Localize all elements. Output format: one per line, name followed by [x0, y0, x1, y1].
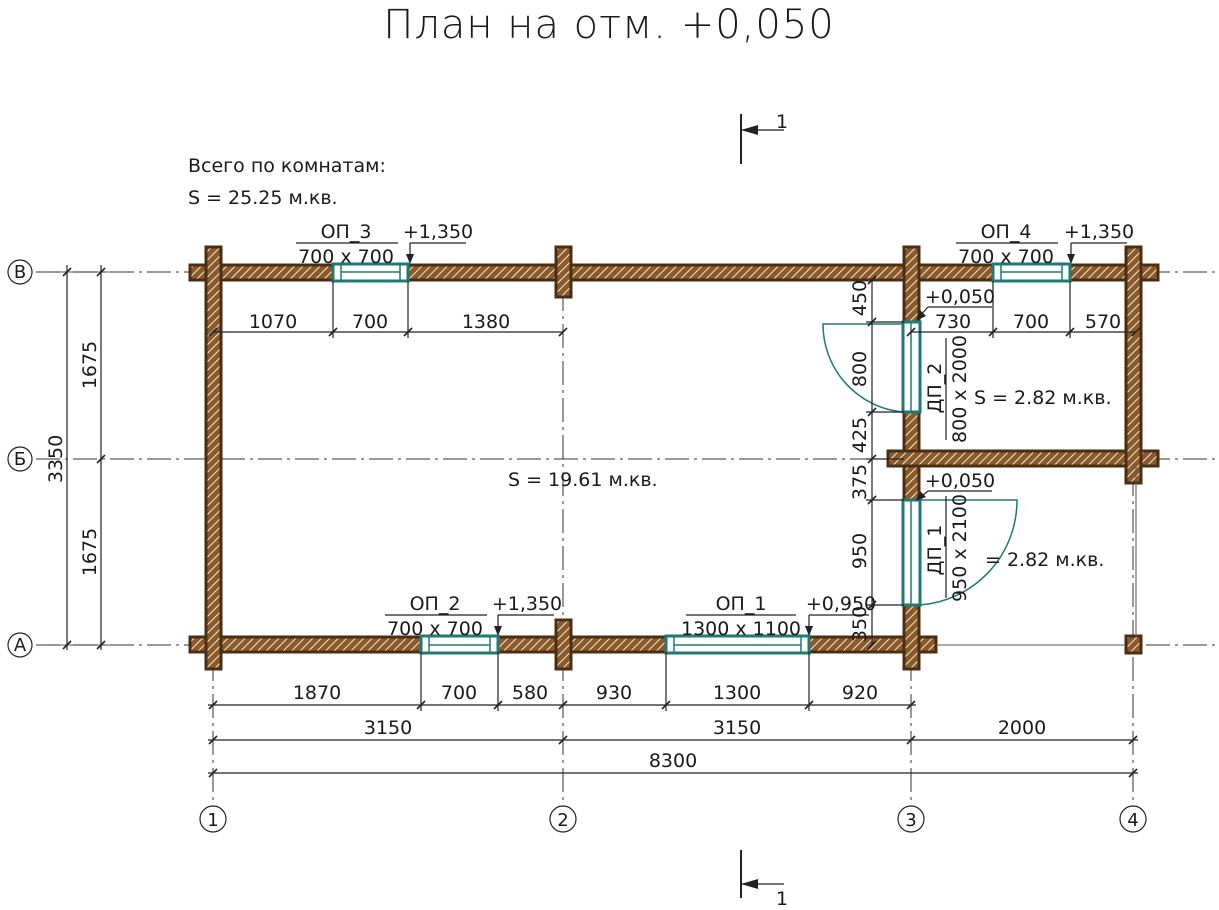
svg-text:1675: 1675: [79, 528, 101, 576]
axis-bubble-v: В: [7, 259, 33, 285]
label-dp1: +0,050 ДП_1 950 х 2100: [916, 470, 995, 602]
axis-bubble-2: 2: [549, 805, 577, 833]
plan-title: План на отм. +0,050: [383, 2, 834, 48]
post-2-top: [554, 245, 573, 299]
svg-text:А: А: [14, 635, 27, 656]
window-op1: [664, 634, 811, 655]
axis-bubble-1: 1: [199, 805, 227, 833]
svg-text:950 х 2100: 950 х 2100: [949, 494, 971, 602]
svg-text:700 х 700: 700 х 700: [298, 246, 394, 268]
svg-text:930: 930: [596, 682, 632, 704]
dim-top-row: 1070 700 1380: [213, 281, 563, 338]
wall-middle-right: [886, 449, 1160, 468]
room-area-main: S = 19.61 м.кв.: [508, 469, 658, 491]
svg-text:730: 730: [935, 311, 971, 333]
svg-text:570: 570: [1085, 311, 1121, 333]
svg-text:3: 3: [905, 810, 916, 831]
svg-text:ДП_1: ДП_1: [924, 525, 946, 576]
svg-text:+1,350: +1,350: [492, 593, 562, 615]
dim-vertical-chain: 450 800 425 375 950 350: [849, 280, 904, 645]
svg-text:800 х 2000: 800 х 2000: [949, 335, 971, 443]
svg-text:ОП_3: ОП_3: [321, 221, 372, 243]
post-2-bottom: [554, 618, 573, 671]
axis-bubble-a: А: [7, 632, 33, 658]
window-op3: [331, 262, 410, 283]
label-op2: ОП_2 700 х 700 +1,350: [385, 593, 562, 640]
svg-text:1070: 1070: [249, 311, 297, 333]
svg-text:700 х 700: 700 х 700: [958, 246, 1054, 268]
wall-left: [204, 245, 223, 671]
dim-left: 3350 1675 1675: [45, 265, 102, 650]
door-dp2: [822, 320, 922, 414]
room-area-lower-right: = 2.82 м.кв.: [985, 549, 1104, 571]
svg-text:3150: 3150: [713, 717, 761, 739]
svg-text:1: 1: [207, 810, 218, 831]
svg-text:ОП_4: ОП_4: [981, 221, 1032, 243]
svg-text:ОП_1: ОП_1: [716, 593, 767, 615]
dim-axis-row: 3150 3150 2000: [208, 717, 1138, 741]
svg-text:700: 700: [352, 311, 388, 333]
label-dp2: +0,050 ДП_2 800 х 2000: [916, 286, 995, 443]
svg-text:ОП_2: ОП_2: [410, 593, 461, 615]
svg-text:425: 425: [849, 417, 871, 453]
svg-text:ДП_2: ДП_2: [924, 363, 946, 414]
svg-text:3150: 3150: [364, 717, 412, 739]
label-op1: ОП_1 1300 х 1100 +0,950: [681, 593, 876, 640]
svg-text:Б: Б: [14, 449, 26, 470]
svg-text:+1,350: +1,350: [403, 221, 473, 243]
window-op2: [419, 634, 500, 655]
label-op3: ОП_3 700 х 700 +1,350: [296, 221, 473, 268]
section-mark-bottom: 1: [740, 850, 788, 910]
svg-text:950: 950: [849, 533, 871, 569]
svg-text:450: 450: [849, 280, 871, 316]
svg-text:В: В: [14, 262, 26, 283]
section-label-bottom: 1: [776, 888, 788, 910]
section-label-top: 1: [776, 111, 788, 133]
svg-text:1300: 1300: [713, 682, 761, 704]
summary-heading: Всего по комнатам:: [188, 155, 386, 177]
axis-bubble-4: 4: [1119, 805, 1147, 833]
svg-text:700: 700: [1013, 311, 1049, 333]
svg-text:800: 800: [849, 351, 871, 387]
wall-right: [1124, 245, 1143, 485]
svg-text:1380: 1380: [462, 311, 510, 333]
dim-total: 8300: [208, 750, 1138, 774]
svg-text:350: 350: [849, 606, 871, 642]
svg-text:+1,350: +1,350: [1064, 221, 1134, 243]
svg-text:+0,050: +0,050: [925, 286, 995, 308]
door-dp1: [901, 498, 1018, 607]
svg-text:580: 580: [512, 682, 548, 704]
summary-area: S = 25.25 м.кв.: [188, 187, 338, 209]
svg-text:+0,950: +0,950: [806, 593, 876, 615]
axis-bubble-b: Б: [7, 446, 33, 472]
svg-text:+0,050: +0,050: [925, 470, 995, 492]
svg-text:4: 4: [1127, 810, 1138, 831]
svg-text:1300 х 1100: 1300 х 1100: [681, 618, 801, 640]
svg-text:700 х 700: 700 х 700: [387, 618, 483, 640]
svg-text:8300: 8300: [649, 750, 697, 772]
room-area-upper-right: S = 2.82 м.кв.: [974, 387, 1112, 409]
svg-text:3350: 3350: [45, 435, 67, 483]
svg-text:1870: 1870: [293, 682, 341, 704]
svg-text:375: 375: [849, 464, 871, 500]
axis-bubble-3: 3: [897, 805, 925, 833]
post-4-bottom: [1124, 634, 1143, 655]
svg-text:1675: 1675: [79, 341, 101, 389]
dim-right-top-row: 730 700 570: [911, 281, 1136, 338]
section-mark-top: 1: [740, 111, 788, 164]
svg-text:2: 2: [557, 810, 568, 831]
window-op4: [991, 262, 1072, 283]
label-op4: ОП_4 700 х 700 +1,350: [956, 221, 1134, 268]
svg-text:920: 920: [842, 682, 878, 704]
svg-text:700: 700: [441, 682, 477, 704]
svg-text:2000: 2000: [998, 717, 1046, 739]
